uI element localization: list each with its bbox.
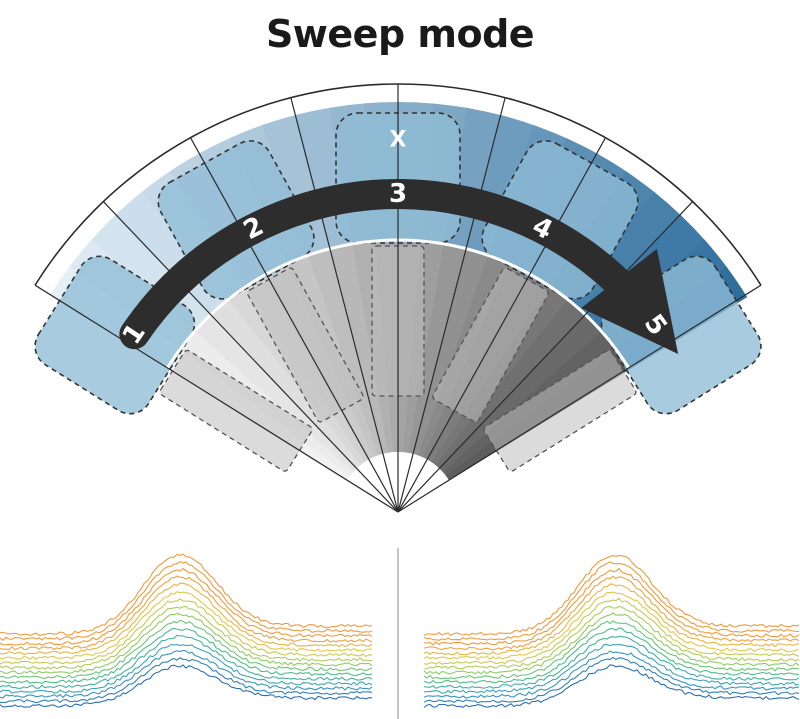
fan-spoke — [34, 284, 399, 513]
signal-trace — [423, 567, 800, 646]
signal-trace — [423, 575, 800, 651]
signal-trace — [423, 644, 800, 694]
fan-spoke — [397, 284, 762, 513]
signal-trace — [0, 627, 373, 684]
signal-trace — [423, 605, 800, 670]
signal-trace — [423, 664, 800, 709]
fan-spoke — [189, 137, 399, 513]
signal-trace — [0, 553, 373, 636]
fan-spoke — [397, 137, 607, 513]
fan-spoke — [397, 97, 506, 513]
signal-trace — [423, 656, 800, 704]
signal-trace — [0, 591, 373, 660]
signal-trace — [0, 605, 373, 670]
gray-band-segment — [329, 243, 389, 454]
signal-trace — [0, 664, 373, 708]
signal-trace — [423, 620, 800, 680]
signal-trace — [0, 644, 373, 694]
blue-band-segment — [91, 212, 213, 332]
signal-trace — [423, 650, 800, 699]
signal-trace — [0, 575, 373, 651]
gray-band-segment — [435, 299, 587, 469]
signal-plot-right — [423, 554, 800, 709]
diagram-title: Sweep mode — [265, 12, 535, 56]
signal-trace — [0, 582, 373, 656]
position-label-3: 3 — [389, 179, 407, 209]
center-mark-label: X — [390, 128, 407, 153]
signal-trace — [423, 612, 800, 675]
signal-trace — [0, 634, 373, 689]
gray-band-segment — [307, 248, 384, 456]
signal-trace — [0, 598, 373, 665]
fan-spoke — [102, 201, 399, 513]
gray-band-segment — [210, 298, 361, 469]
signal-trace — [0, 649, 373, 699]
signal-trace — [0, 567, 373, 646]
signal-trace — [0, 561, 373, 642]
signal-trace — [0, 619, 373, 679]
signal-trace — [423, 591, 799, 661]
signal-trace — [423, 635, 800, 689]
signal-trace — [423, 561, 800, 641]
fan-outline — [34, 83, 762, 513]
signal-trace — [423, 583, 800, 656]
fan-spoke — [290, 97, 399, 513]
gray-band-segment — [413, 248, 490, 456]
signal-plot-left — [0, 553, 373, 708]
gray-band-segment — [408, 243, 468, 455]
sweep-arrow — [119, 179, 679, 355]
signal-trace — [0, 612, 373, 675]
signal-trace — [0, 657, 373, 704]
signal-trace — [423, 597, 800, 665]
signal-trace — [423, 627, 800, 684]
gray-band-segment — [439, 314, 603, 473]
signal-trace — [423, 554, 800, 637]
gray-band-segment — [194, 313, 358, 473]
